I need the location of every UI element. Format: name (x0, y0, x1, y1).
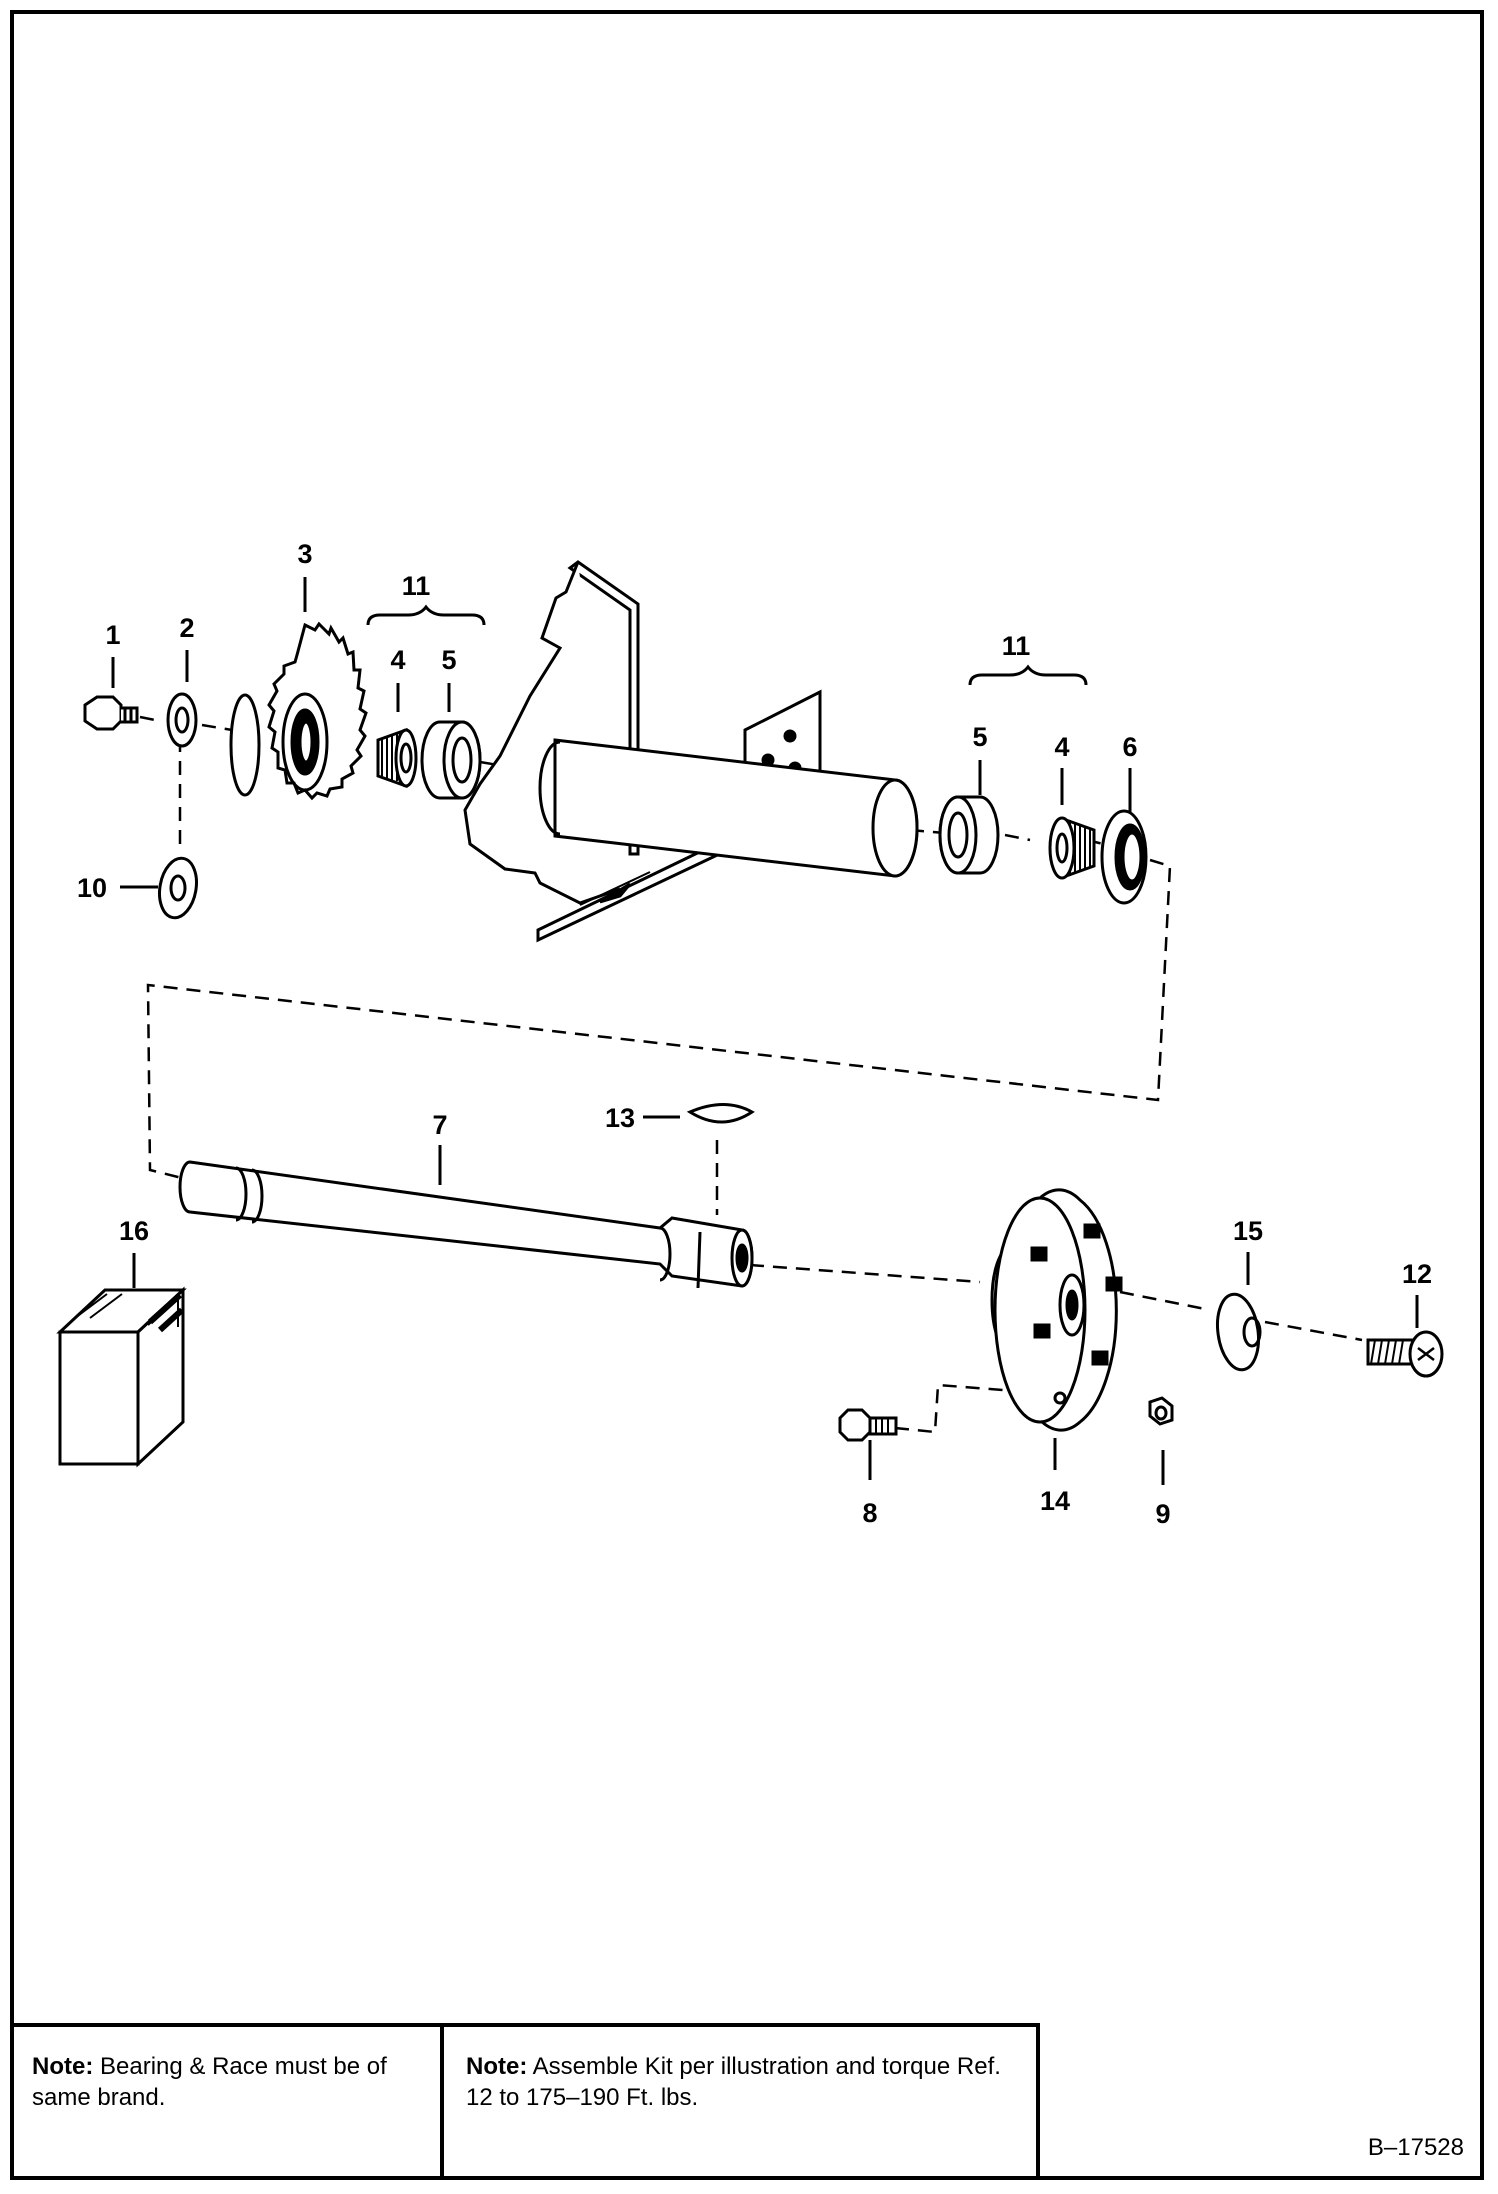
leader-lines (111, 577, 1419, 1485)
bearing-cone-part-4-left (376, 727, 418, 789)
bolt-part-8 (838, 1408, 898, 1442)
sprocket-part-3 (229, 621, 368, 801)
note-assembly-torque: Note: Assemble Kit per illustration and … (444, 2027, 1036, 2180)
note-label: Note: (466, 2053, 528, 2080)
washer-part-15 (1216, 1292, 1262, 1372)
callout-7: 7 (432, 1110, 447, 1140)
notes-panel: Note: Bearing & Race must be of same bra… (10, 2023, 1040, 2180)
callout-9: 9 (1155, 1499, 1170, 1529)
bearing-cone-part-4-right (1048, 816, 1096, 880)
wheel-hub-part-14 (990, 1188, 1123, 1432)
note-text: Bearing & Race must be of same brand. (32, 2053, 387, 2111)
callout-3: 3 (297, 539, 312, 569)
callout-5-right: 5 (972, 722, 987, 752)
callout-15: 15 (1233, 1216, 1263, 1246)
bolt-part-1 (83, 695, 139, 731)
bearing-race-part-5-left (420, 720, 482, 800)
page-frame (10, 10, 1484, 2180)
callout-5-left: 5 (441, 645, 456, 675)
callout-16: 16 (119, 1216, 149, 1246)
nut-part-9 (1148, 1396, 1174, 1426)
seal-part-6 (1100, 809, 1148, 905)
parts-kit-box-part-16 (56, 1286, 187, 1468)
axle-housing-frame (463, 560, 919, 943)
callout-8: 8 (862, 1498, 877, 1528)
washer-part-2 (166, 692, 198, 748)
axle-shaft-part-7 (178, 1160, 754, 1289)
note-bearing-race: Note: Bearing & Race must be of same bra… (10, 2027, 444, 2180)
callout-10: 10 (77, 873, 107, 903)
callout-13: 13 (605, 1103, 635, 1133)
callout-2: 2 (179, 613, 194, 643)
kit-bracket-right (968, 664, 1088, 686)
kit-bracket-left (366, 604, 486, 626)
drawing-number: B–17528 (1367, 2134, 1464, 2161)
callout-11-right: 11 (1002, 631, 1031, 661)
callout-1: 1 (105, 620, 120, 650)
woodruff-key-part-13 (686, 1103, 755, 1124)
note-text: Assemble Kit per illustration and torque… (466, 2053, 1001, 2111)
note-label: Note: (32, 2053, 94, 2080)
callout-4-right: 4 (1054, 732, 1069, 762)
callout-11-left: 11 (402, 571, 431, 601)
bearing-race-part-5-right (938, 795, 1000, 875)
washer-part-10 (158, 856, 198, 920)
callout-6: 6 (1122, 732, 1137, 762)
callout-14: 14 (1040, 1486, 1070, 1516)
callout-12: 12 (1402, 1259, 1432, 1289)
bolt-part-12 (1366, 1330, 1444, 1378)
callout-4-left: 4 (390, 645, 405, 675)
